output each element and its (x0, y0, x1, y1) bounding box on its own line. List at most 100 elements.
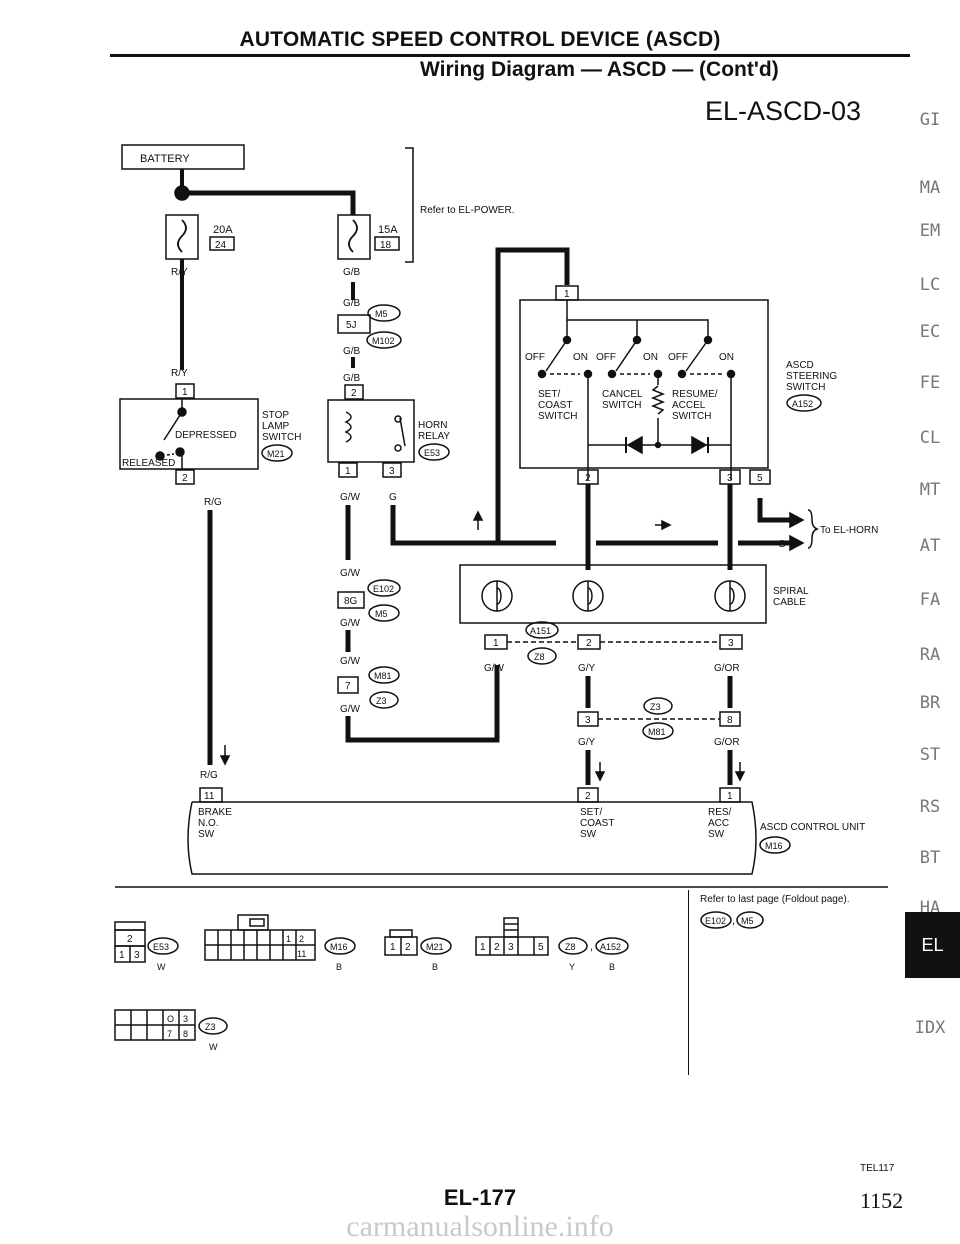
wire-color-gy-2: G/Y (578, 737, 596, 748)
wire-battery-bus (182, 190, 356, 215)
to-el-horn-label: To EL-HORN (820, 525, 878, 536)
on-label-3: ON (719, 352, 734, 363)
relay-contact (399, 417, 406, 447)
tab-br[interactable]: BR (919, 693, 941, 713)
tab-em[interactable]: EM (919, 221, 941, 241)
set-coast-label-3: SWITCH (538, 411, 577, 422)
wire-color-gw-1: G/W (340, 492, 361, 503)
res-sw-label-2: ACC (708, 818, 729, 829)
svg-text:,: , (590, 941, 593, 953)
spiral-2-curl (587, 587, 593, 605)
wire-color-g-2: G (778, 539, 786, 550)
tab-mt[interactable]: MT (919, 480, 941, 500)
ascd-control-unit-box (187, 801, 757, 875)
cancel-label-2: SWITCH (602, 400, 641, 411)
sw-pin5: 5 (757, 473, 763, 484)
svg-text:B: B (336, 962, 342, 972)
wire-color-gb-1: G/B (343, 267, 361, 278)
ascd-steering-label-2: STEERING (786, 371, 837, 382)
tab-fa[interactable]: FA (919, 590, 941, 610)
conn-m5-2: M5 (375, 609, 388, 619)
ascd-control-unit-label: ASCD CONTROL UNIT (760, 822, 865, 833)
conn-a152-oval (786, 394, 822, 412)
svg-text:1: 1 (390, 942, 396, 953)
conn-m81-1: M81 (374, 671, 392, 681)
tab-ra[interactable]: RA (919, 645, 941, 665)
wire-color-g-1: G (389, 492, 397, 503)
tab-ma[interactable]: MA (919, 178, 941, 198)
brake-label-2: N.O. (198, 818, 219, 829)
spiral-1-curl (496, 587, 502, 605)
sp-pin3-box (719, 634, 743, 650)
stop-lamp-label-1: STOP (262, 410, 289, 421)
set-sw-label-2: COAST (580, 818, 614, 829)
resume-label-1: RESUME/ (672, 389, 718, 400)
conn-z8: Z8 (534, 652, 545, 662)
tab-st[interactable]: ST (919, 745, 941, 765)
wire-color-gor-2: G/OR (714, 737, 740, 748)
svg-text:8: 8 (183, 1029, 188, 1039)
conn-e53-oval (418, 443, 450, 461)
ascd-steering-switch-box (519, 299, 769, 469)
page-number: EL-177 (443, 1185, 517, 1210)
svg-text:Y: Y (569, 962, 575, 972)
diode-junction (654, 441, 662, 449)
header-rule (110, 54, 910, 57)
page-subtitle: Wiring Diagram — ASCD — (Cont'd) (420, 58, 779, 81)
arrow-gy-head (594, 771, 606, 782)
tab-bt[interactable]: BT (919, 848, 941, 868)
conn-m5-1: M5 (375, 309, 388, 319)
svg-text:2: 2 (127, 934, 133, 945)
watermark: carmanualsonline.info (346, 1210, 614, 1243)
connector-m16-face: 1 2 11 M16 B (204, 914, 356, 972)
connector-z8-a152-face: 1 2 3 5 Z8 , A152 Y B (475, 917, 629, 972)
stop-lamp-label-2: LAMP (262, 421, 290, 432)
refer-power-label: Refer to EL-POWER. (420, 205, 514, 216)
wire-color-rg-1: R/G (204, 497, 222, 508)
conn-m102-oval (366, 331, 402, 349)
connector-z3-face: O 3 7 8 Z3 W (114, 1009, 228, 1052)
horn-relay-box (327, 399, 415, 463)
fuse2-amp: 15A (378, 224, 398, 236)
fuse1-number: 24 (215, 240, 227, 251)
fuse1-amp: 20A (213, 224, 233, 236)
svg-text:Z3: Z3 (205, 1022, 216, 1032)
cancel-label-1: CANCEL (602, 389, 643, 400)
tab-at[interactable]: AT (919, 536, 941, 556)
svg-text:1: 1 (286, 934, 291, 944)
pin-8g: 8G (344, 596, 358, 607)
conn-m81-2-oval (642, 722, 674, 740)
connector-5j (337, 314, 371, 334)
svg-text:2: 2 (405, 942, 411, 953)
res-sw-label-1: RES/ (708, 807, 732, 818)
conn-m5-1-oval (367, 304, 401, 322)
stop-dash (166, 453, 175, 456)
legend-box (688, 890, 889, 1075)
arrow-rg-head (219, 755, 231, 766)
sw-a-blade (545, 339, 568, 372)
wire-color-gb-3: G/B (343, 346, 361, 357)
tab-ec[interactable]: EC (919, 322, 941, 342)
conn-m21: M21 (267, 449, 285, 459)
wire-color-gw-5: G/W (340, 704, 361, 715)
horn-brace (807, 509, 820, 549)
conn-m16-oval (759, 836, 791, 854)
svg-text:Z8: Z8 (565, 942, 576, 952)
stop-lamp-switch-box (119, 398, 259, 470)
svg-text:B: B (609, 962, 615, 972)
tab-gi[interactable]: GI (919, 110, 941, 130)
tab-el-active[interactable]: EL (905, 912, 960, 978)
conn-m102: M102 (372, 336, 395, 346)
cu-pin2: 2 (585, 791, 591, 802)
tab-fe[interactable]: FE (919, 373, 941, 393)
tab-cl[interactable]: CL (919, 428, 941, 448)
spiral-cable-label-2: CABLE (773, 597, 806, 608)
stop-pin2-box (175, 469, 195, 485)
tab-rs[interactable]: RS (919, 797, 941, 817)
pin-8: 8 (727, 715, 733, 726)
tab-idx[interactable]: IDX (914, 1018, 946, 1038)
horn-relay-label-1: HORN (418, 420, 447, 431)
tab-lc[interactable]: LC (919, 275, 941, 295)
legend-conn-m5: M5 (741, 916, 754, 926)
stop-pin1-box (175, 383, 195, 399)
